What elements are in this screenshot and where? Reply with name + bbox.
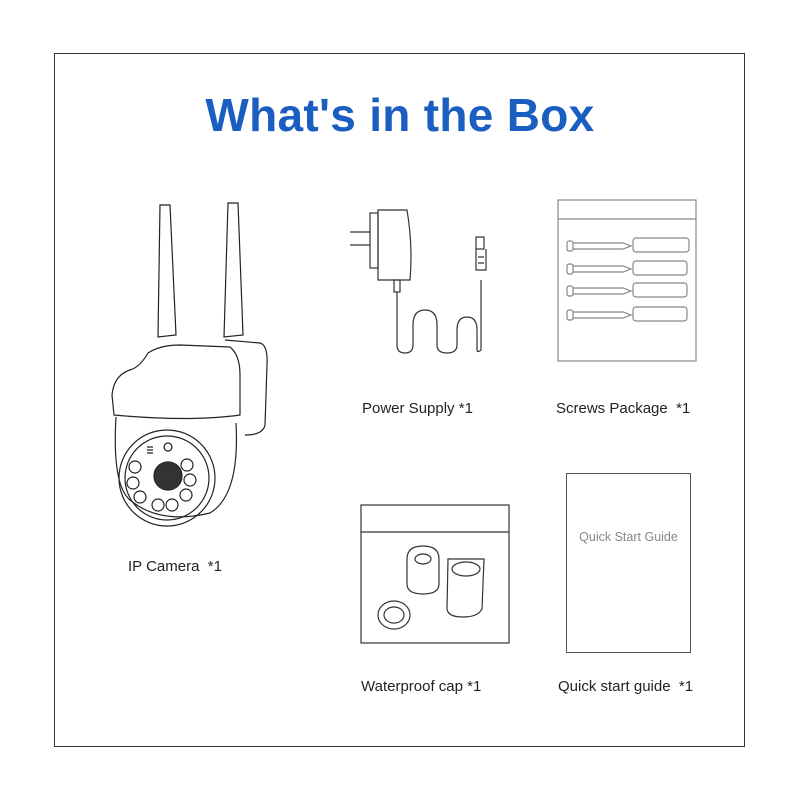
item-screws-package: Screws Package *1 xyxy=(556,400,690,417)
item-label: Waterproof cap xyxy=(361,678,463,695)
item-qty: *1 xyxy=(467,678,482,695)
item-label: Quick start guide xyxy=(558,678,671,695)
item-waterproof-cap: Waterproof cap *1 xyxy=(361,678,481,695)
screw-rows xyxy=(566,237,690,322)
waterproof-cap-illustration xyxy=(360,504,510,644)
item-label: IP Camera xyxy=(128,558,200,575)
quick-start-guide-illustration: Quick Start Guide xyxy=(566,473,691,653)
item-ip-camera: IP Camera *1 xyxy=(128,558,222,575)
ip-camera-illustration xyxy=(111,202,268,527)
power-supply-illustration xyxy=(350,209,487,354)
guide-cover-text: Quick Start Guide xyxy=(579,530,678,544)
item-qty: *1 xyxy=(458,400,473,417)
item-quick-start-guide: Quick start guide *1 xyxy=(558,678,693,695)
item-power-supply: Power Supply *1 xyxy=(362,400,473,417)
item-label: Screws Package xyxy=(556,400,668,417)
item-label: Power Supply xyxy=(362,400,455,417)
box-frame xyxy=(54,53,745,747)
screws-package-illustration xyxy=(557,199,697,362)
item-qty: *1 xyxy=(676,400,691,417)
item-qty: *1 xyxy=(207,558,222,575)
page-title: What's in the Box xyxy=(205,89,595,141)
item-qty: *1 xyxy=(678,678,694,695)
